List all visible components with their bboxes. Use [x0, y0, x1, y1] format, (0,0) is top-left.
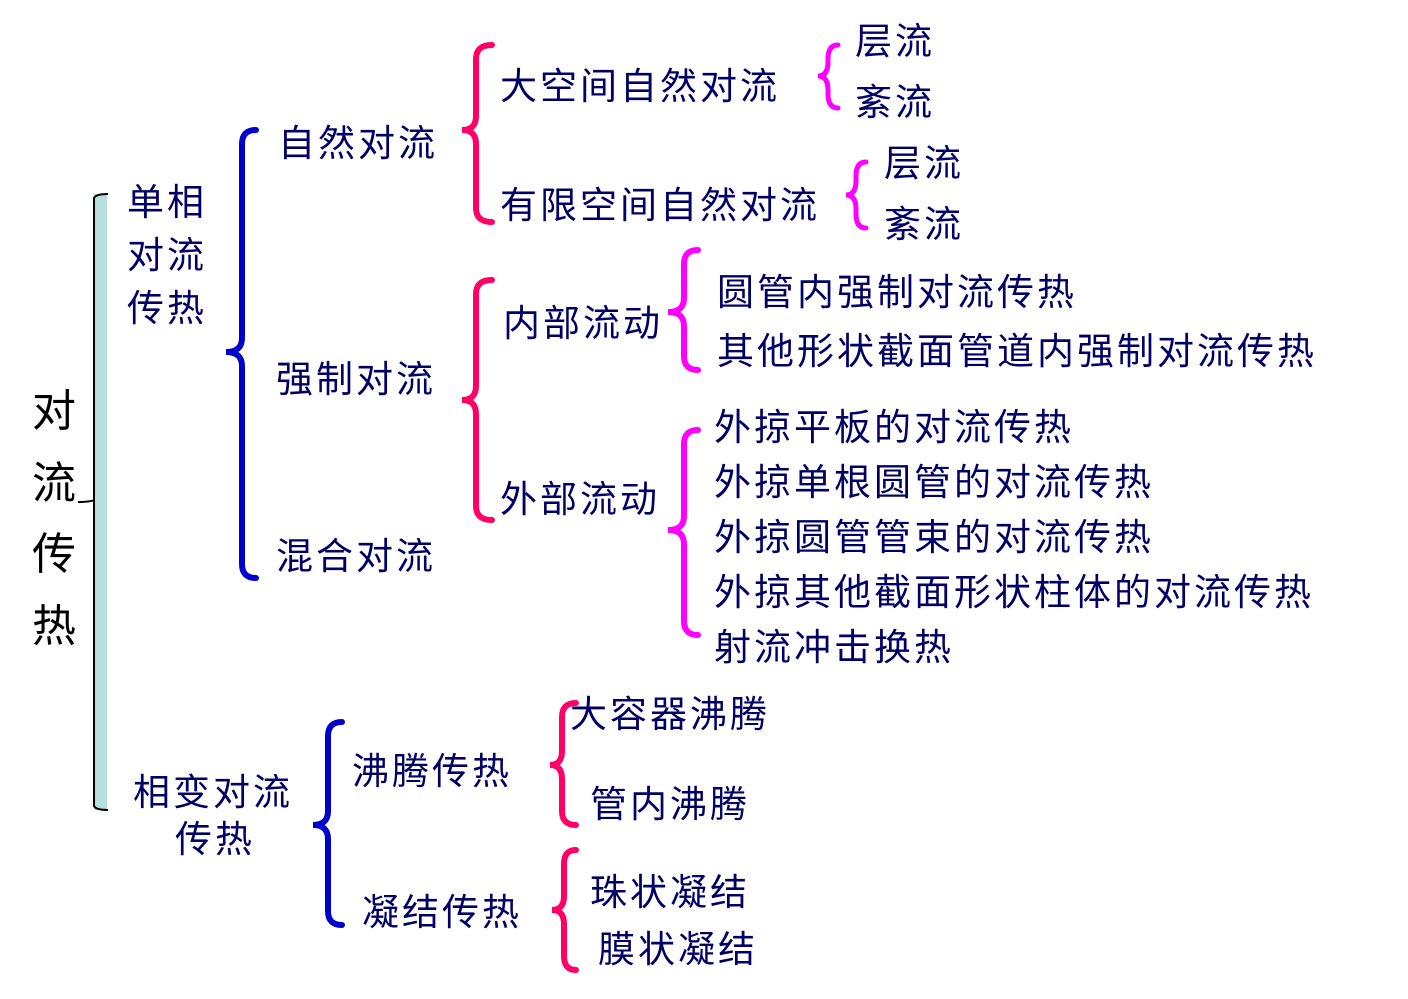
root-char: 对: [32, 386, 76, 437]
turbulent-label: 紊流: [884, 203, 964, 246]
brace-boiling: [549, 700, 579, 828]
brace-condensation: [551, 847, 579, 973]
confined-space-label: 有限空间自然对流: [500, 184, 820, 227]
laminar-label: 层流: [855, 20, 935, 63]
turbulent-label: 紊流: [855, 81, 935, 124]
brace-confined-space: [845, 159, 869, 231]
brace-forced: [461, 277, 495, 523]
external-item: 外掠单根圆管的对流传热: [714, 461, 1154, 504]
brace-internal: [667, 247, 701, 373]
single-phase-label: 传热: [127, 287, 207, 330]
phase-change-label: 相变对流: [133, 771, 293, 814]
external-flow-label: 外部流动: [500, 478, 660, 521]
external-item: 外掠其他截面形状柱体的对流传热: [714, 571, 1314, 614]
internal-flow-label: 内部流动: [503, 302, 663, 345]
boiling-label: 沸腾传热: [352, 750, 512, 793]
root-char: 传: [32, 529, 76, 580]
internal-item: 其他形状截面管道内强制对流传热: [717, 330, 1317, 373]
root-char: 流: [32, 458, 76, 509]
mixed-convection-label: 混合对流: [276, 535, 436, 578]
root-bracket: [77, 193, 109, 811]
external-item: 外掠圆管管束的对流传热: [714, 516, 1154, 559]
phase-change-label: 传热: [175, 818, 255, 861]
boiling-item: 大容器沸腾: [570, 693, 770, 736]
root-bracket-bar: [94, 194, 107, 810]
root-char: 热: [32, 601, 76, 652]
brace-natural: [461, 42, 495, 225]
brace-single-phase: [225, 127, 259, 581]
single-phase-label: 单相: [127, 181, 207, 224]
brace-phase-change: [312, 719, 345, 928]
condensation-item: 珠状凝结: [590, 871, 750, 914]
brace-large-space: [817, 42, 841, 111]
forced-convection-label: 强制对流: [276, 358, 436, 401]
natural-convection-label: 自然对流: [278, 122, 438, 165]
external-item: 射流冲击换热: [714, 626, 954, 669]
laminar-label: 层流: [884, 142, 964, 185]
condensation-label: 凝结传热: [362, 891, 522, 934]
internal-item: 圆管内强制对流传热: [717, 271, 1077, 314]
large-space-label: 大空间自然对流: [500, 65, 780, 108]
single-phase-label: 对流: [127, 234, 207, 277]
condensation-item: 膜状凝结: [598, 928, 758, 971]
boiling-item: 管内沸腾: [590, 783, 750, 826]
brace-external: [667, 427, 701, 638]
external-item: 外掠平板的对流传热: [714, 406, 1074, 449]
